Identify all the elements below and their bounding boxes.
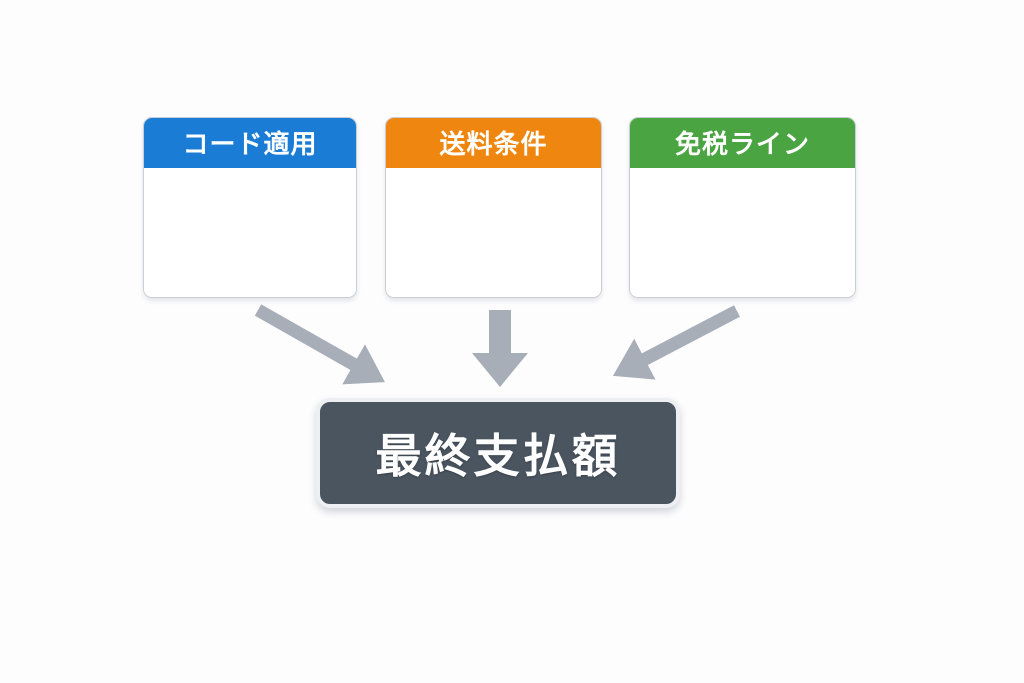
- arrow-down-left-icon: [612, 305, 741, 380]
- result-box-label: 最終支払額: [375, 430, 621, 482]
- card-tax-exemption-line-header: 免税ライン: [630, 118, 855, 168]
- card-shipping-conditions-body: [386, 168, 601, 297]
- card-tax-exemption-line: 免税ライン: [629, 117, 856, 298]
- arrow-down-icon: [472, 310, 528, 387]
- card-code-application-body: [144, 168, 356, 297]
- card-code-application-header: コード適用: [144, 118, 356, 168]
- arrow-down-right-icon: [254, 304, 385, 385]
- card-shipping-conditions-label: 送料条件: [439, 129, 548, 159]
- arrow-group: [254, 304, 741, 387]
- card-tax-exemption-line-label: 免税ライン: [674, 129, 810, 159]
- card-code-application-label: コード適用: [182, 129, 318, 159]
- card-shipping-conditions-header: 送料条件: [386, 118, 601, 168]
- card-code-application: コード適用: [143, 117, 357, 298]
- result-box-final-payment: 最終支払額: [316, 398, 680, 508]
- card-tax-exemption-line-body: [630, 168, 855, 297]
- card-shipping-conditions: 送料条件: [385, 117, 602, 298]
